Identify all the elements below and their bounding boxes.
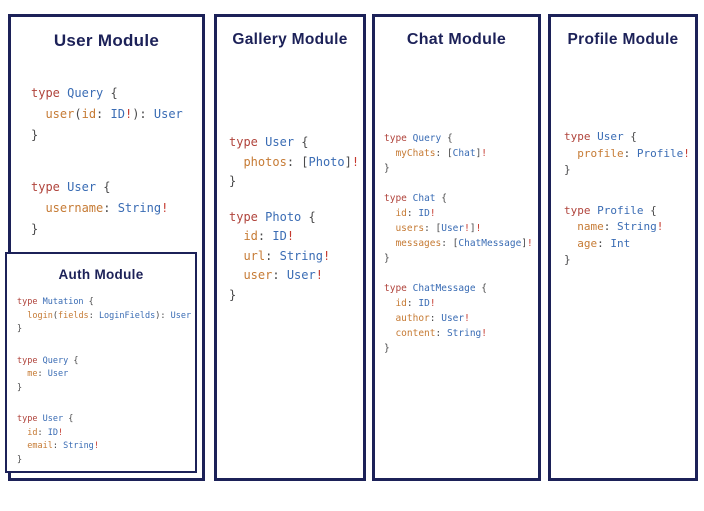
code-line: } [17,454,23,465]
code-line: photos: [Photo]! [243,154,360,169]
code-line: type User { [229,135,309,149]
panel-auth-module: Auth Module type Mutation { login(fields… [5,252,197,473]
code-line: age: Int [577,236,631,250]
code-line: author: User! [395,313,470,324]
code-block: type ChatMessage { id: ID! author: User!… [384,281,538,356]
code-line: id: ID! [27,427,64,438]
code-line: } [384,163,390,174]
code-line: } [17,382,23,393]
code-line: user(id: ID!): User [45,107,183,121]
code-block: type Photo { id: ID! url: String! user: … [229,208,363,306]
code-line: } [229,287,237,302]
profile-module-title: Profile Module [567,31,679,48]
code-line: id: ID! [395,208,436,219]
code-line: } [229,174,237,188]
code-line: type Profile { [564,203,657,217]
code-line: type Query { [31,86,118,100]
code-line: me: User [27,369,69,379]
code-line: myChats: [Chat]! [395,148,488,159]
code-line: } [17,324,23,334]
code-block: type Query { myChats: [Chat]!} [384,131,538,176]
code-line: profile: Profile! [577,146,690,160]
code-block: type Chat { id: ID! users: [User!]! mess… [384,191,538,266]
profile-module-code: type User { profile: Profile!}type Profi… [551,129,695,269]
code-line: } [564,163,571,176]
code-block: type Query { user(id: ID!): User} [31,83,202,146]
panel-chat-module: Chat Module type Query { myChats: [Chat]… [372,14,541,481]
code-line: type Query { [384,133,453,144]
code-line: content: String! [395,328,488,339]
code-line: type User { [31,180,111,194]
code-block: type Mutation { login(fields: LoginField… [17,296,195,337]
code-line: username: String! [45,201,169,215]
code-line: messages: [ChatMessage]! [395,238,533,249]
code-line: } [384,343,390,354]
panel-gallery-module: Gallery Module type User { photos: [Phot… [214,14,366,481]
code-line: type Photo { [229,209,316,224]
code-block: type User { profile: Profile!} [564,129,695,179]
auth-module-code: type Mutation { login(fields: LoginField… [7,296,195,467]
code-block: type Profile { name: String! age: Int} [564,203,695,269]
code-line: } [31,128,39,142]
code-line: login(fields: LoginFields): User [27,310,192,321]
code-line: id: ID! [395,298,436,309]
code-line: } [31,222,39,236]
code-block: type User { username: String!} [31,177,202,240]
code-block: type User { id: ID! email: String!} [17,413,195,467]
user-module-title: User Module [53,31,160,50]
code-line: id: ID! [243,229,295,243]
code-line: } [384,253,390,264]
code-line: email: String! [27,441,99,451]
auth-module-title: Auth Module [58,267,144,282]
code-line: user: User! [243,268,323,282]
code-line: type Chat { [384,193,447,204]
chat-module-code: type Query { myChats: [Chat]!}type Chat … [375,131,538,356]
code-line: type User { [17,414,74,424]
code-line: users: [User!]! [395,223,482,234]
code-block: type Query { me: User} [17,355,195,396]
code-line: type Query { [17,355,79,366]
code-line: type ChatMessage { [384,283,487,294]
gallery-module-title: Gallery Module [232,31,348,48]
code-block: type User { photos: [Photo]!} [229,133,363,192]
chat-module-title: Chat Module [406,31,507,48]
code-line: type User { [564,130,637,143]
code-line: } [564,253,571,266]
code-line: type Mutation { [17,297,94,307]
panel-profile-module: Profile Module type User { profile: Prof… [548,14,698,481]
gallery-module-code: type User { photos: [Photo]!}type Photo … [217,133,363,305]
code-line: name: String! [577,220,664,233]
code-line: url: String! [243,248,331,263]
user-module-code: type Query { user(id: ID!): User}type Us… [11,83,202,240]
